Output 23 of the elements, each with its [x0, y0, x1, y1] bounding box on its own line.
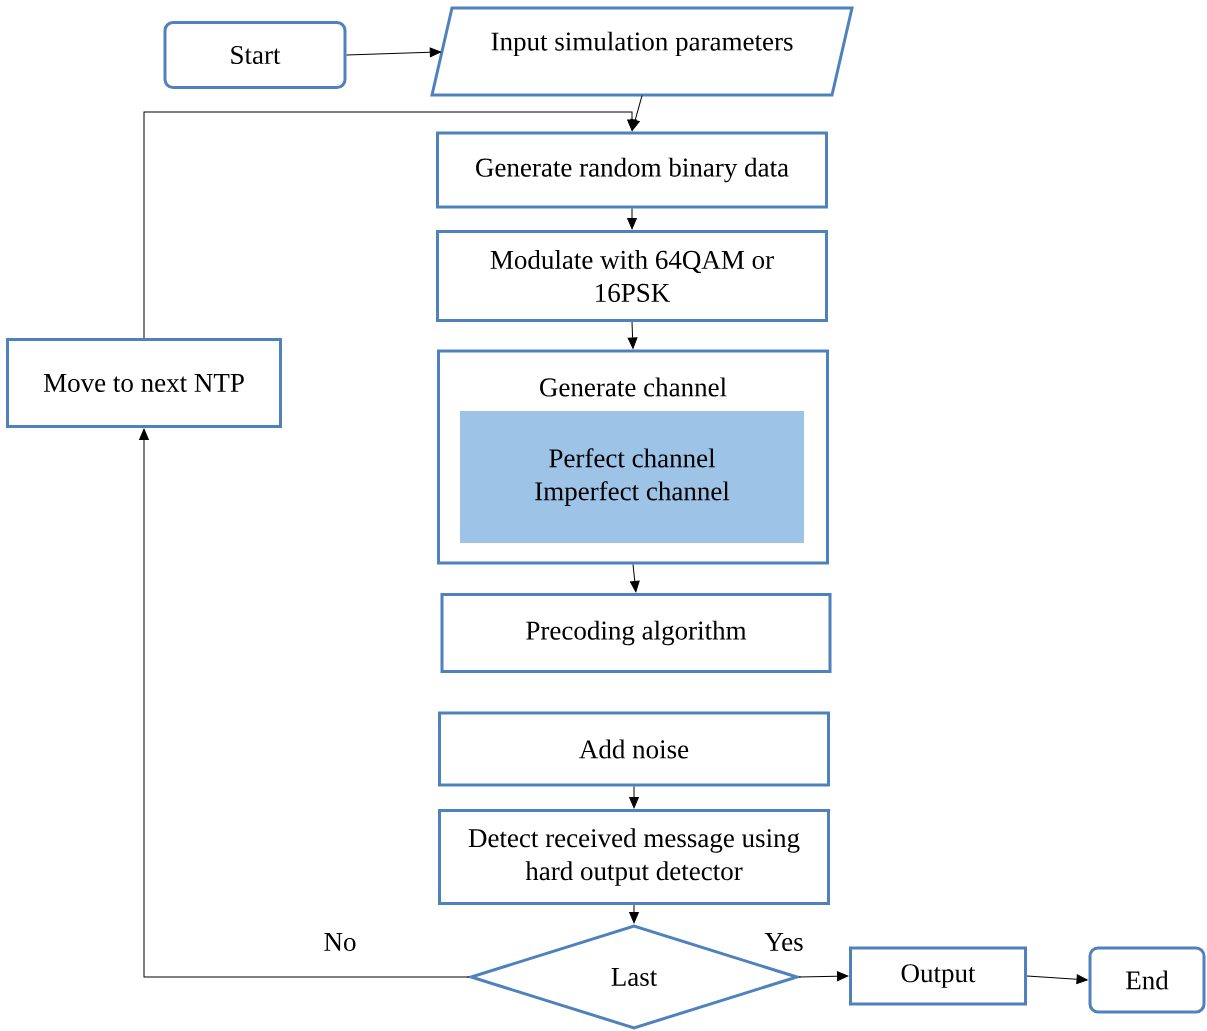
process-box: Modulate with 64QAM or 16PSK: [436, 230, 828, 322]
arrow: [629, 564, 640, 593]
output-box: Output: [849, 946, 1027, 1006]
arrow: [143, 111, 637, 339]
channel-options-box: Perfect channel Imperfect channel: [460, 411, 804, 543]
process-box: Move to next NTP: [6, 338, 282, 428]
arrow: [629, 904, 639, 924]
arrow: [629, 786, 639, 809]
input-parallelogram: Input simulation parameters: [430, 6, 854, 97]
end-box: End: [1088, 946, 1206, 1014]
start-box: Start: [163, 21, 347, 89]
process-box: Generate random binary data: [436, 131, 828, 209]
process-box: Detect received message using hard output detector: [438, 809, 830, 905]
process-box: Precoding algorithm: [440, 593, 832, 673]
arrow: [798, 971, 849, 982]
arrow: [1026, 974, 1088, 985]
edge-label: Yes: [764, 933, 803, 951]
arrow: [346, 47, 441, 58]
arrow: [627, 208, 637, 230]
process-box: Add noise: [438, 711, 830, 787]
arrow: [627, 321, 638, 349]
edge-label: No: [324, 933, 356, 951]
arrow: [139, 428, 470, 978]
